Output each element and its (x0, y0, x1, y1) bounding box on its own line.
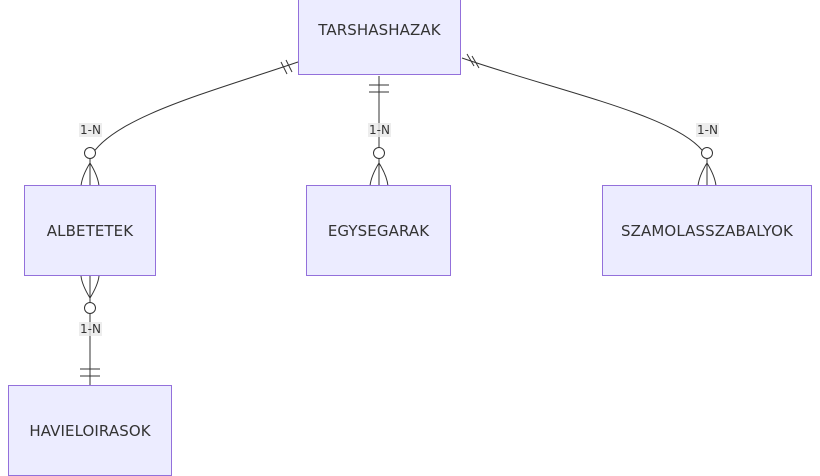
entity-name: HAVIELOIRASOK (29, 421, 151, 440)
relationship-label: 1-N (79, 123, 102, 137)
one-only-marker (369, 84, 389, 93)
one-only-marker (280, 59, 293, 75)
relationship-label: 1-N (79, 322, 102, 336)
zero-or-many-marker (697, 147, 717, 187)
relationship-line-tarshashazak-albetetek (89, 61, 299, 186)
entity-name: ALBETETEK (46, 221, 134, 240)
er-diagram: 1-N 1-N 1-N 1-N TARSHASHAZAK ALBETETEK E… (8, 0, 812, 476)
zero-or-many-marker (369, 147, 389, 187)
entity-tarshashazak[interactable]: TARSHASHAZAK (298, 0, 461, 75)
entity-havieloirasok[interactable]: HAVIELOIRASOK (8, 385, 172, 476)
zero-or-many-marker (80, 147, 100, 187)
entity-name: TARSHASHAZAK (318, 21, 441, 39)
entity-szamolasszabalyok[interactable]: SZAMOLASSZABALYOK (602, 185, 812, 276)
relationship-lines (80, 53, 717, 385)
relationship-line-tarshashazak-szamolasszabalyok (461, 57, 708, 186)
relationship-label: 1-N (368, 123, 391, 137)
one-only-marker (80, 368, 100, 377)
entity-name: SZAMOLASSZABALYOK (621, 221, 793, 240)
relationship-label: 1-N (696, 123, 719, 137)
entity-name: EGYSEGARAK (327, 221, 430, 240)
zero-or-many-marker (80, 275, 100, 314)
entity-albetetek[interactable]: ALBETETEK (24, 185, 156, 276)
one-only-marker (466, 53, 480, 69)
entity-egysegarak[interactable]: EGYSEGARAK (306, 185, 451, 276)
